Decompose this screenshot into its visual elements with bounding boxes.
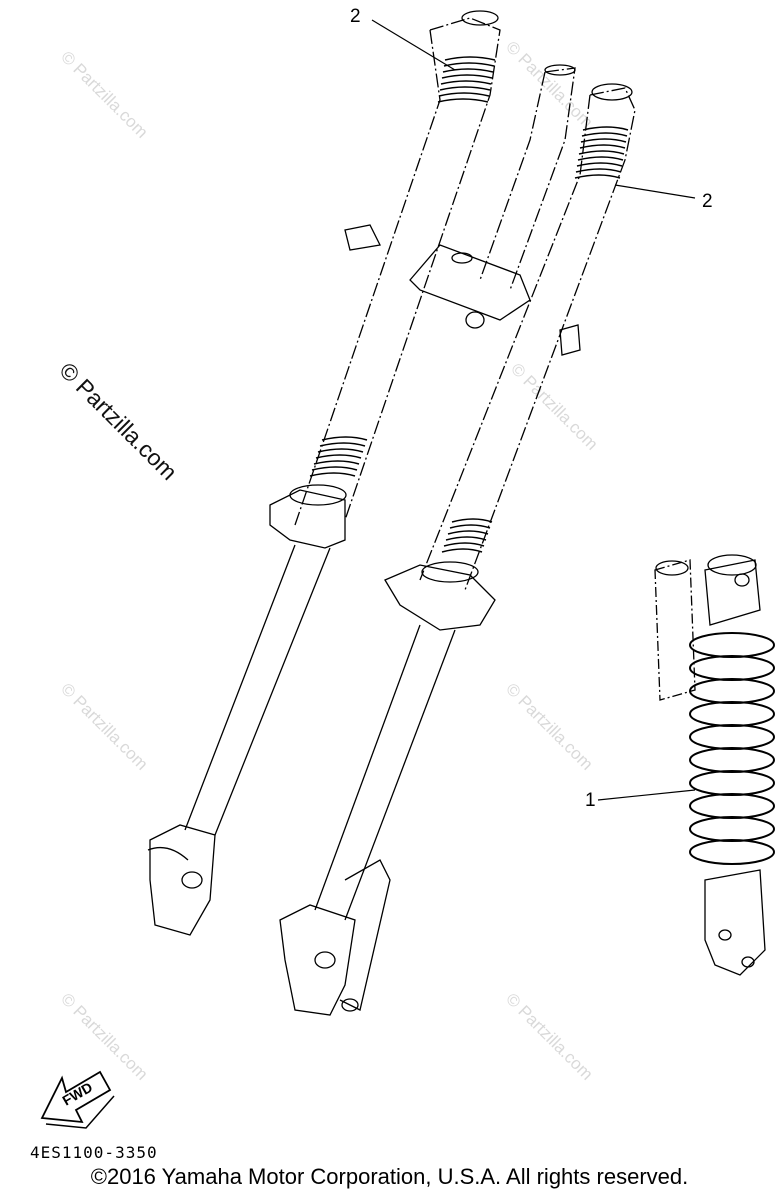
watermark-5: © Partzilla.com: [502, 679, 596, 773]
rear-shock: [654, 554, 775, 976]
callout-2-right: 2: [702, 191, 713, 212]
fork-spring-right: [441, 126, 629, 553]
leader-lines: [371, 19, 696, 801]
callout-2-top: 2: [350, 6, 361, 27]
watermark-2: © Partzilla.com: [502, 37, 596, 131]
watermark-1: © Partzilla.com: [57, 47, 151, 141]
left-fork-tube: [147, 10, 501, 936]
part-number: 4ES1100-3350: [30, 1143, 158, 1162]
callout-1: 1: [585, 790, 596, 811]
watermark-4: © Partzilla.com: [57, 679, 151, 773]
copyright-notice: ©2016 Yamaha Motor Corporation, U.S.A. A…: [90, 1164, 689, 1189]
watermark-6: © Partzilla.com: [57, 989, 151, 1083]
shock-spring: [689, 632, 775, 865]
fork-spring-left: [309, 56, 496, 477]
forward-arrow-icon: FWD: [40, 1070, 115, 1129]
watermark-large: © Partzilla.com: [54, 357, 182, 485]
watermark-7: © Partzilla.com: [502, 989, 596, 1083]
right-fork-tube: [279, 64, 636, 1016]
watermarks: © Partzilla.com © Partzilla.com © Partzi…: [54, 37, 601, 1083]
